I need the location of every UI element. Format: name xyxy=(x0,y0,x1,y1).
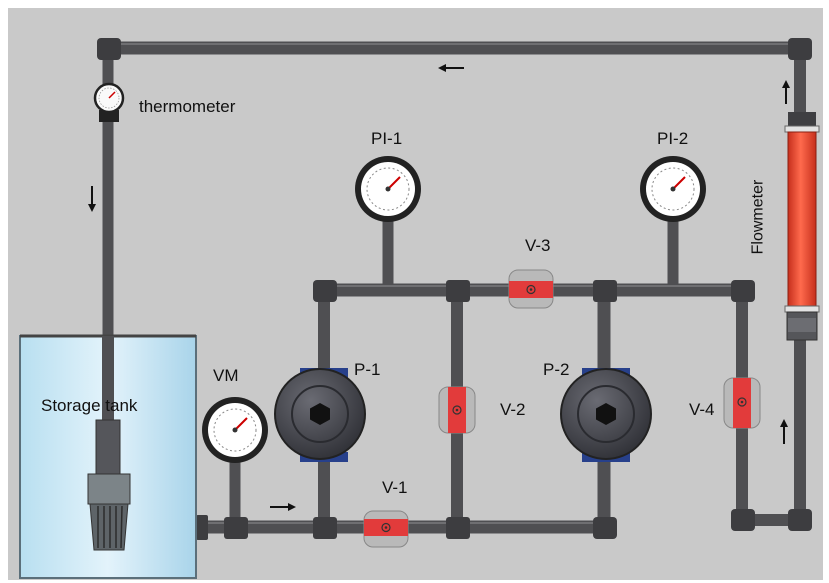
pump-p2 xyxy=(560,368,652,462)
valve-v2[interactable] xyxy=(438,386,476,434)
fitting-top-left xyxy=(97,38,121,60)
label-pi1: PI-1 xyxy=(371,129,403,148)
gauge-pi2 xyxy=(640,156,706,222)
label-vm: VM xyxy=(213,366,239,385)
label-thermometer: thermometer xyxy=(139,97,236,116)
arrow-up-icon-bottom xyxy=(780,419,788,444)
fitting-bottom-riser-right xyxy=(788,509,812,531)
flow-arrows xyxy=(88,64,790,511)
fitting-bottom-riser-left xyxy=(731,509,755,531)
foot-valve-strainer xyxy=(89,503,129,551)
gauge-vm xyxy=(202,397,268,463)
label-p1: P-1 xyxy=(354,360,381,379)
flowmeter xyxy=(784,112,820,341)
label-v4: V-4 xyxy=(689,400,715,419)
valve-v4[interactable] xyxy=(723,377,761,429)
foot-valve-coupling xyxy=(95,419,121,477)
arrow-left-icon xyxy=(438,64,464,72)
gauge-pi1 xyxy=(355,156,421,222)
label-p2: P-2 xyxy=(543,360,570,379)
valve-v3[interactable] xyxy=(508,269,554,309)
foot-valve-body xyxy=(87,473,131,505)
fitting-upper-right xyxy=(731,280,755,302)
arrow-down-icon xyxy=(88,186,96,212)
suction-pipe xyxy=(102,336,114,426)
arrow-up-icon-top xyxy=(782,80,790,104)
fitting-upper-left xyxy=(313,280,337,302)
fitting-lower-v2 xyxy=(446,517,470,539)
valve-v1[interactable] xyxy=(363,510,409,548)
label-v3: V-3 xyxy=(525,236,551,255)
storage-tank xyxy=(19,334,197,579)
fitting-tee-2 xyxy=(593,280,617,302)
arrow-right-icon xyxy=(270,503,296,511)
label-storage-tank: Storage tank xyxy=(41,396,138,415)
fitting-lower-vm xyxy=(224,517,248,539)
fitting-lower-p1 xyxy=(313,517,337,539)
pump-p1 xyxy=(274,368,366,462)
fitting-top-right xyxy=(788,38,812,60)
thermometer-gauge xyxy=(93,82,125,122)
label-v2: V-2 xyxy=(500,400,526,419)
label-flowmeter: Flowmeter xyxy=(749,179,767,255)
fitting-tee-1 xyxy=(446,280,470,302)
pipe-fittings xyxy=(97,38,812,540)
flowmeter-tube xyxy=(787,131,817,309)
fitting-tank-inlet xyxy=(196,515,208,540)
label-pi2: PI-2 xyxy=(657,129,689,148)
fitting-lower-right xyxy=(593,517,617,539)
label-v1: V-1 xyxy=(382,478,408,497)
